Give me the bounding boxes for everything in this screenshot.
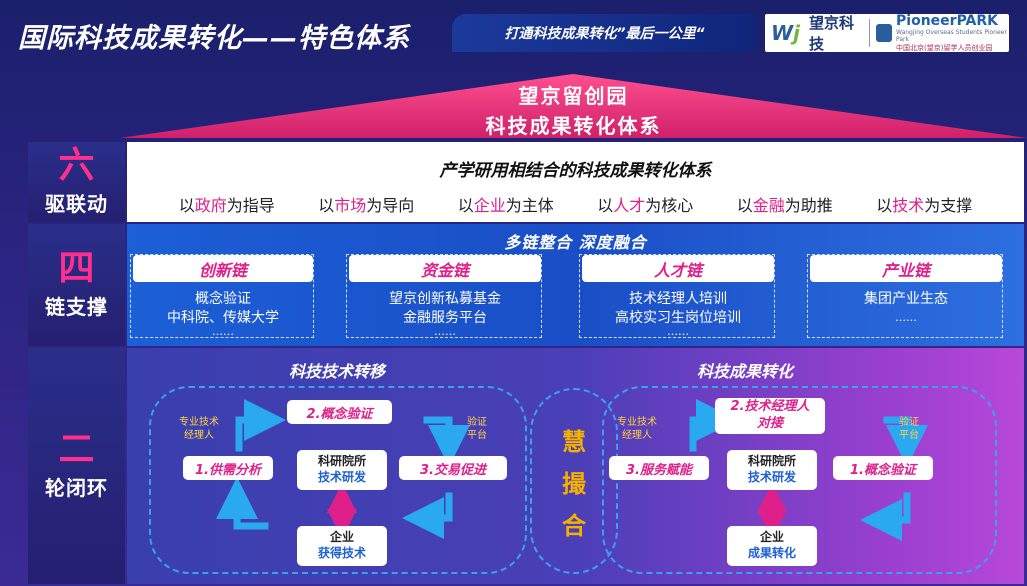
pp-title: PioneerPARK (896, 13, 999, 29)
right-node-concept: 1.概念验证 (833, 456, 933, 480)
left-node-enterprise: 企业 获得技术 (297, 526, 387, 566)
six-drivers-panel: 产学研用相结合的科技成果转化体系 以政府为指导 以市场为导向 以企业为主体 以人… (127, 142, 1024, 222)
core-line2: 技术研发 (747, 470, 796, 484)
core-line2: 技术研发 (317, 470, 366, 484)
chain-talent: 人才链 技术经理人培训 高校实习生岗位培训 …… (579, 254, 775, 338)
right-node-service: 3.服务赋能 (609, 456, 709, 480)
enterprise-line1: 企业 (759, 530, 784, 545)
right-note-platform: 验证平台 (899, 417, 919, 441)
chain-head: 创新链 (133, 255, 313, 282)
driver-item: 以技术为支撑 (876, 196, 973, 215)
six-drivers-list: 以政府为指导 以市场为导向 以企业为主体 以人才为核心 以金融为助推 以技术为支… (127, 192, 1024, 216)
left-node-concept: 2.概念验证 (287, 400, 392, 424)
logo-brand: 望京科技 (808, 14, 854, 53)
four-chains-title: 多链整合 深度融合 (504, 233, 647, 252)
left-note-manager: 专业技术经理人 (179, 417, 219, 441)
driver-item: 以市场为导向 (318, 196, 415, 215)
roof-line2: 科技成果转化体系 (485, 114, 662, 138)
pioneer-park-icon (875, 24, 893, 42)
left-node-trade: 3.交易促进 (399, 456, 507, 480)
chain-industry: 产业链 集团产业生态 …… (807, 254, 1003, 338)
left-note-platform: 验证平台 (467, 417, 487, 441)
left-node-demand: 1.供需分析 (183, 456, 273, 480)
right-loop-title: 科技成果转化 (697, 362, 794, 381)
right-loop-frame (602, 386, 997, 574)
slogan-banner: 打通科技成果转化”最后一公里“ (452, 14, 757, 52)
chain-line: 高校实习生岗位培训 (615, 310, 741, 326)
chain-head: 产业链 (810, 255, 1002, 282)
left-label: 驱联动 (45, 191, 108, 216)
chain-head: 人才链 (582, 255, 774, 282)
logo-divider (868, 19, 870, 47)
driver-item: 以政府为指导 (178, 196, 275, 215)
four-chains-panel: 多链整合 深度融合 创新链 概念验证 中科院、传媒大学 …… 资金链 望京创新私… (127, 224, 1024, 346)
center-char: 慧 (562, 428, 586, 456)
six-drivers-title: 产学研用相结合的科技成果转化体系 (439, 161, 712, 181)
roof-line1: 望京留创园 (518, 84, 629, 108)
core-line1: 科研院所 (747, 454, 796, 469)
enterprise-line1: 企业 (329, 530, 354, 545)
chain-line: 望京创新私募基金 (389, 291, 501, 307)
right-node-enterprise: 企业 成果转化 (727, 526, 817, 566)
center-char: 撮 (562, 470, 586, 498)
center-ellipse (530, 388, 618, 574)
driver-item: 以企业为主体 (457, 196, 554, 215)
page-title: 国际科技成果转化——特色体系 (18, 23, 410, 54)
left-num: 四 (58, 247, 95, 289)
chain-line: 技术经理人培训 (629, 291, 727, 307)
chain-line: …… (895, 311, 917, 324)
chain-line: …… (667, 325, 689, 338)
pioneer-park-logo: PioneerPARK Wangjing Overseas Students P… (896, 13, 1009, 53)
chain-line: 金融服务平台 (403, 310, 487, 326)
chain-line: 概念验证 (195, 291, 251, 307)
driver-item: 以金融为助推 (736, 196, 833, 215)
pp-subtitle: Wangjing Overseas Students Pioneer Park (896, 29, 1007, 43)
right-note-manager: 专业技术经理人 (617, 417, 657, 441)
chain-head: 资金链 (349, 255, 541, 282)
chain-line: …… (212, 325, 234, 338)
left-loop-title: 科技技术转移 (289, 362, 386, 381)
chain-line: …… (434, 325, 456, 338)
left-node-core: 科研院所 技术研发 (297, 450, 387, 490)
pp-cn: 中国北京(望京)留学人员创业园 (896, 44, 993, 52)
left-label-four: 四 链支撑 (28, 224, 125, 346)
roof: 望京留创园 科技成果转化体系 (120, 70, 1027, 142)
left-label: 轮闭环 (45, 475, 108, 500)
core-line1: 科研院所 (317, 454, 366, 469)
chain-line: 中科院、传媒大学 (167, 310, 279, 326)
driver-item: 以人才为核心 (597, 196, 694, 215)
center-char: 合 (562, 512, 586, 540)
right-node-core: 科研院所 技术研发 (727, 450, 817, 490)
left-label-two: 二 轮闭环 (28, 348, 125, 584)
left-num: 六 (58, 144, 95, 186)
enterprise-line2: 成果转化 (747, 546, 796, 560)
loop-arrows (216, 399, 928, 541)
enterprise-line2: 获得技术 (317, 546, 366, 560)
two-loops-panel: 科技技术转移 科技成果转化 慧 撮 合 (127, 348, 1024, 584)
right-node-manager: 2.技术经理人对接 (715, 398, 825, 434)
chain-innovation: 创新链 概念验证 中科院、传媒大学 …… (130, 254, 314, 338)
chain-line: 集团产业生态 (864, 291, 948, 307)
chain-capital: 资金链 望京创新私募基金 金融服务平台 …… (346, 254, 542, 338)
roof-shape (120, 74, 1027, 138)
left-label-six: 六 驱联动 (28, 142, 125, 222)
left-num: 二 (58, 428, 95, 470)
left-label: 链支撑 (45, 294, 108, 319)
left-loop-frame (149, 386, 527, 574)
